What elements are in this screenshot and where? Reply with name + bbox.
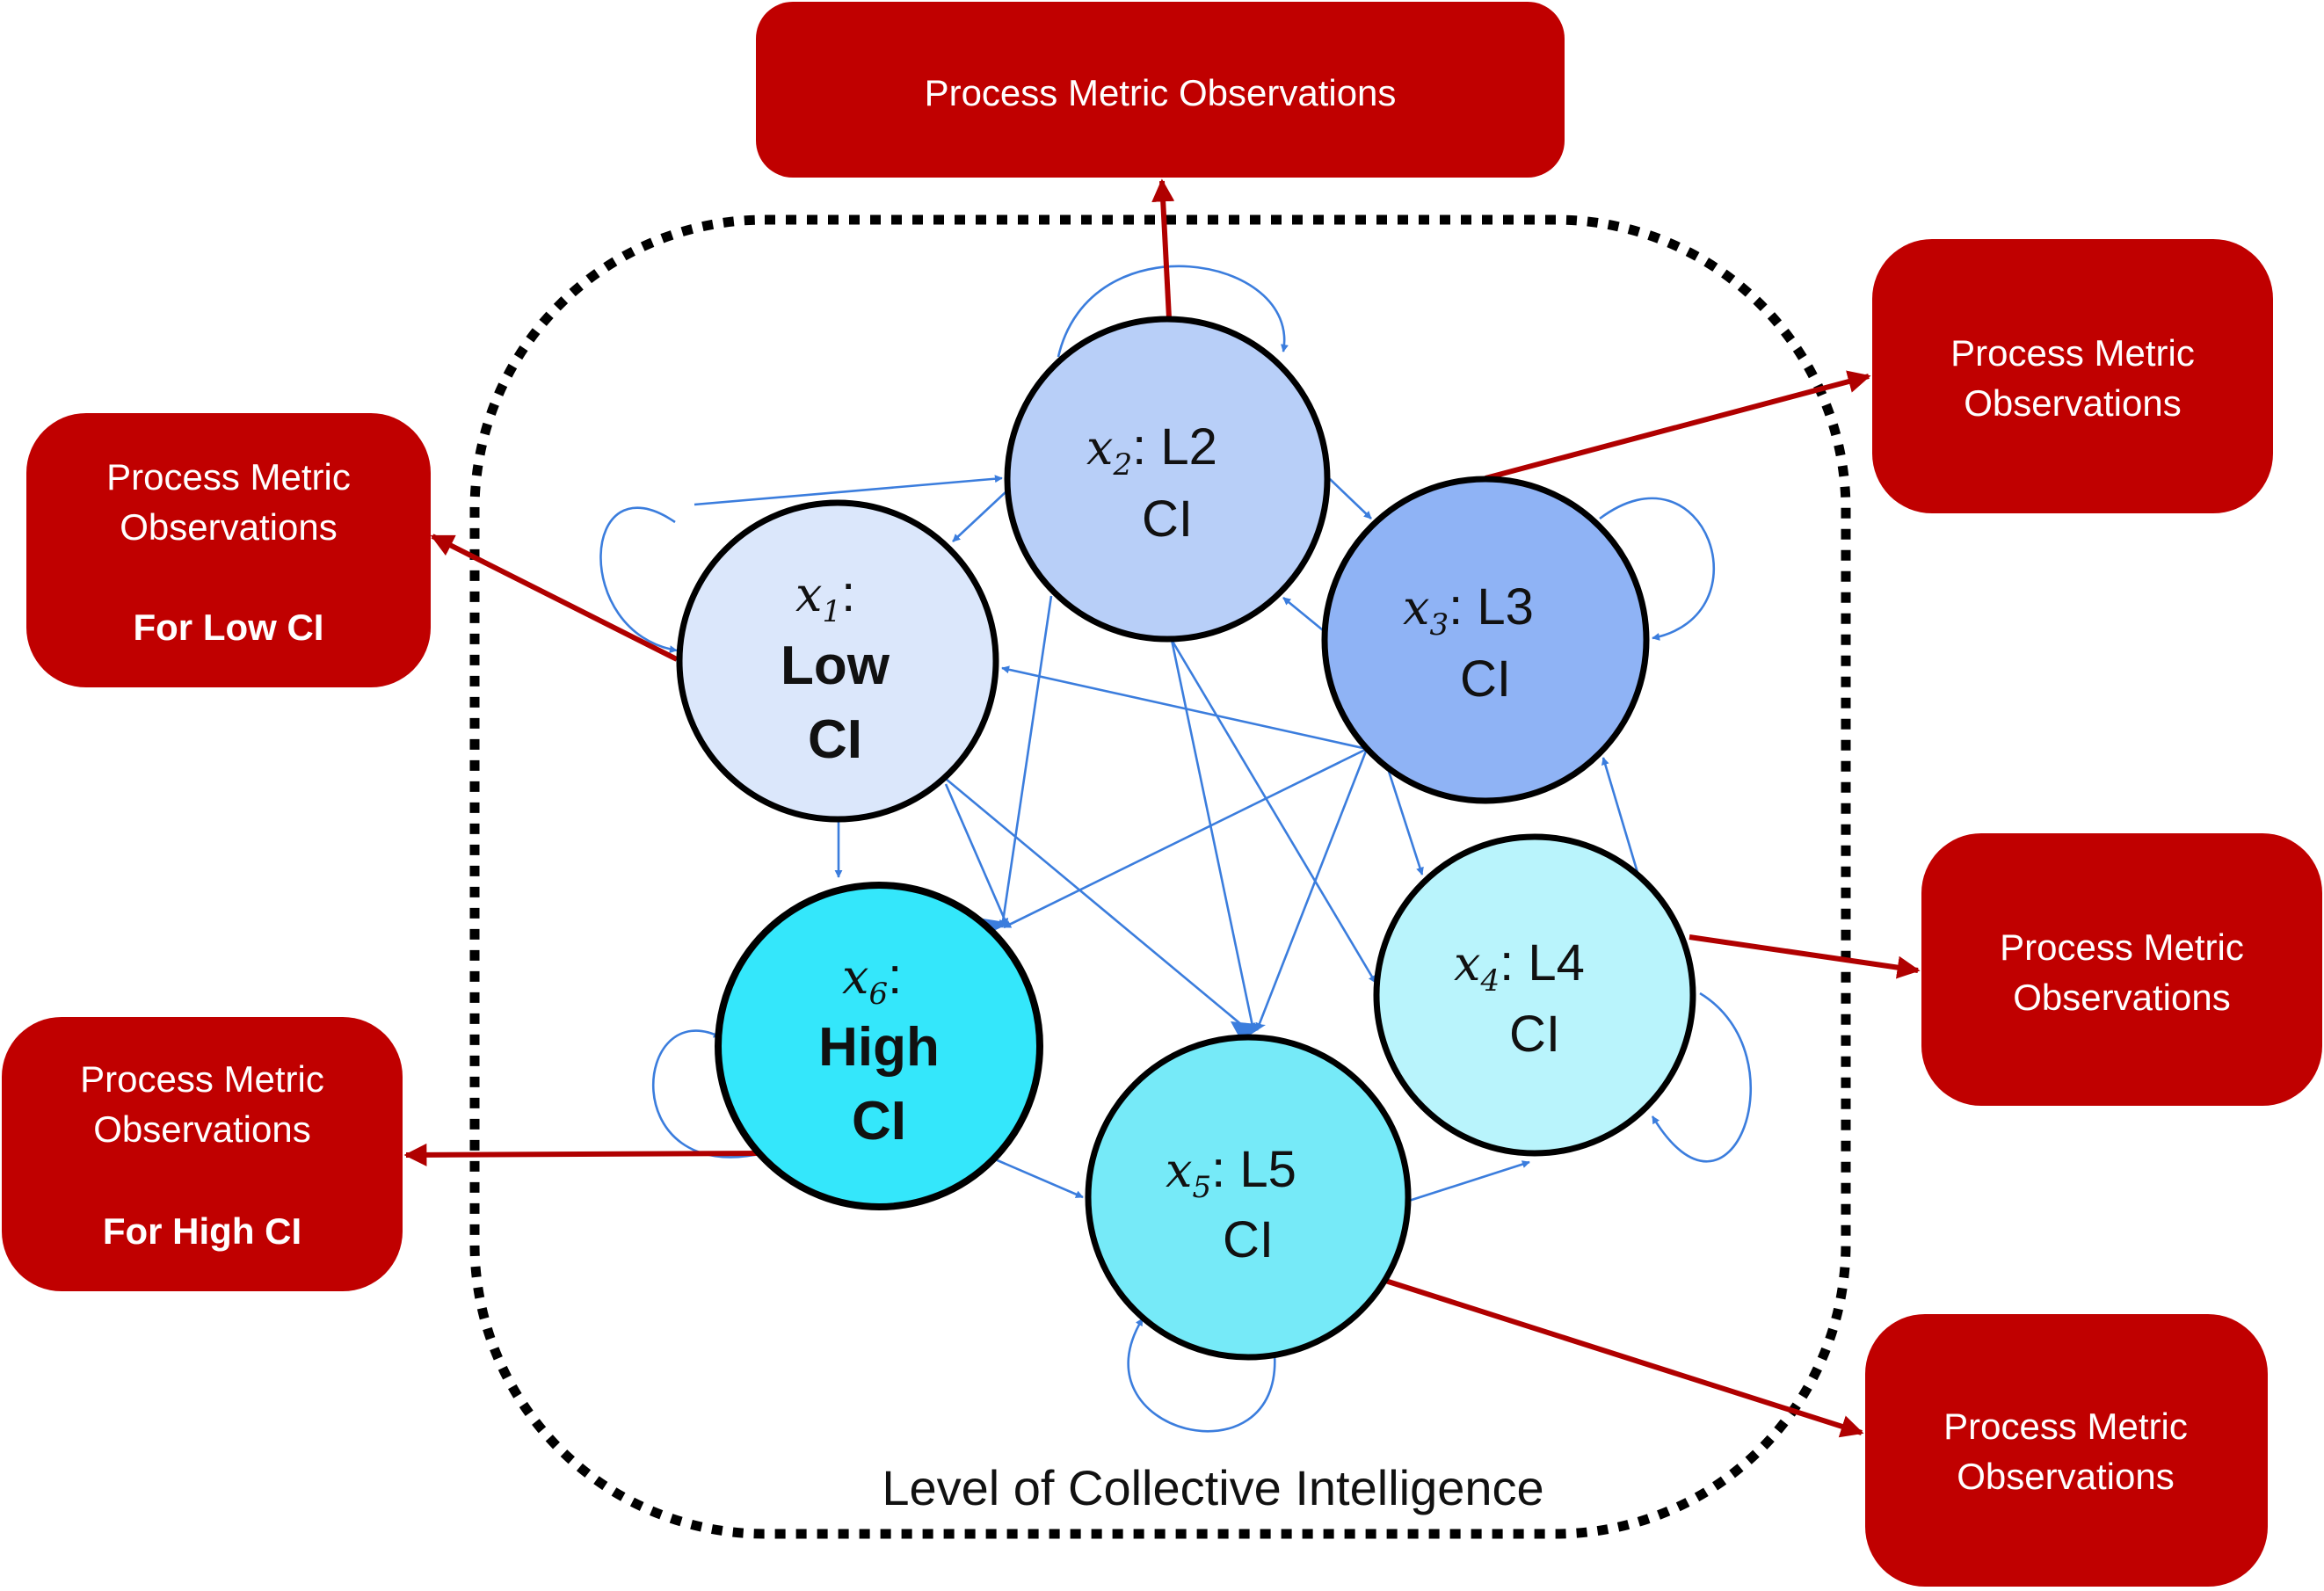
observation-box-x3: Process Metric Observations [1872, 239, 2273, 513]
node-x2-ci: CI [1142, 490, 1193, 548]
edge-x1-x2 [694, 475, 1003, 506]
node-x1: x1: Low CI [676, 499, 999, 823]
node-x4: x4: L4 CI [1373, 833, 1696, 1157]
observation-box-low-ci: Process Metric Observations For Low CI [26, 413, 431, 687]
self-loop-x5 [1127, 1318, 1276, 1433]
observation-x4-line1: Process Metric [2000, 926, 2244, 968]
edge-x3-x5 [1255, 748, 1369, 1031]
node-x6-label: x6: [842, 948, 902, 1012]
node-x3-label: x3: L3 [1403, 578, 1534, 643]
edge-x1-x5 [945, 778, 1249, 1031]
edge-x3-x4 [1383, 757, 1424, 875]
self-loop-x4 [1651, 992, 1752, 1163]
obs-arrow-x2 [1151, 178, 1175, 319]
observation-high-line2: Observations [93, 1108, 310, 1150]
observation-low-note: For Low CI [134, 607, 324, 648]
obs-arrow-x6 [403, 1143, 766, 1166]
edge-x1-x6-b [944, 783, 1009, 926]
edge-x4-x3 [1601, 757, 1640, 876]
observation-top-label: Process Metric Observations [925, 72, 1397, 113]
self-loop-x1 [599, 506, 678, 654]
observation-arrows [403, 178, 1921, 1438]
node-x5-label: x5: L5 [1166, 1141, 1296, 1205]
node-x2: x2: L2 CI [1004, 316, 1331, 643]
node-x4-ci: CI [1509, 1006, 1560, 1063]
observation-x5-line2: Observations [1957, 1456, 2174, 1497]
observation-high-line1: Process Metric [80, 1058, 324, 1100]
self-loop-x2 [1057, 265, 1289, 358]
observation-low-line2: Observations [120, 506, 337, 548]
edge-x5-x4 [1408, 1160, 1530, 1202]
node-x3: x3: L3 CI [1321, 476, 1650, 804]
observation-x3-line1: Process Metric [1950, 332, 2195, 374]
edge-x3-x6 [1003, 747, 1368, 929]
node-x6-ci: CI [852, 1091, 906, 1151]
transition-arrows [599, 265, 1752, 1433]
edge-x6-x5 [992, 1157, 1084, 1199]
edge-x2-x5 [1170, 639, 1256, 1031]
observation-high-note: For High CI [103, 1210, 301, 1252]
node-x2-label: x2: L2 [1086, 418, 1217, 483]
node-x1-level: Low [781, 636, 890, 696]
node-x1-label: x1: [795, 565, 855, 629]
obs-arrow-x3 [1485, 370, 1871, 481]
collective-intelligence-boundary [469, 214, 1851, 1539]
obs-arrow-x1 [430, 534, 679, 662]
node-x5: x5: L5 CI [1085, 1034, 1412, 1361]
self-loop-x3 [1599, 497, 1716, 641]
edge-x2-x3 [1329, 478, 1372, 519]
observation-box-x4: Process Metric Observations [1921, 833, 2322, 1106]
obs-arrow-x4 [1689, 934, 1921, 979]
observation-x3-line2: Observations [1964, 382, 2181, 424]
edge-x3-x1 [1001, 665, 1368, 751]
boundary-caption: Level of Collective Intelligence [882, 1460, 1543, 1515]
edge-x2-x4 [1170, 639, 1377, 984]
node-x3-ci: CI [1460, 650, 1511, 708]
edge-x2-x6 [999, 595, 1053, 928]
obs-arrow-x5 [1379, 1276, 1864, 1438]
node-x6: x6: High CI [715, 882, 1043, 1210]
node-x4-label: x4: L4 [1454, 934, 1585, 999]
observation-box-high-ci: Process Metric Observations For High CI [2, 1017, 403, 1291]
observation-x4-line2: Observations [2013, 977, 2230, 1018]
observation-box-x5: Process Metric Observations [1865, 1314, 2268, 1587]
node-x1-ci: CI [808, 709, 862, 770]
observation-low-line1: Process Metric [106, 456, 351, 498]
node-x5-ci: CI [1223, 1211, 1274, 1268]
edge-x3-x2 [1282, 596, 1328, 636]
observation-x5-line1: Process Metric [1943, 1406, 2188, 1447]
node-x6-level: High [818, 1017, 940, 1078]
observation-box-top: Process Metric Observations [756, 2, 1565, 178]
